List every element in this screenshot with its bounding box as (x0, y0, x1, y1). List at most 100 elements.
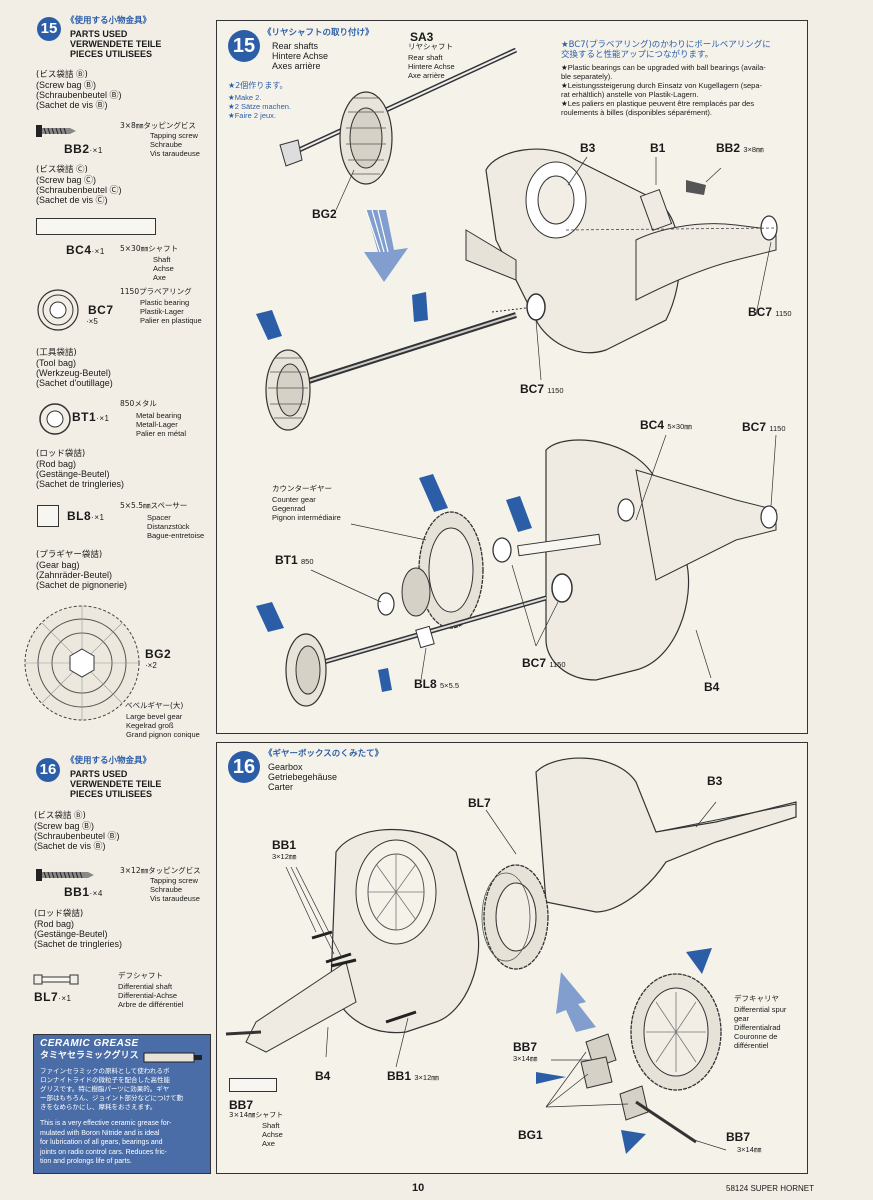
bb7-part-size: 3×14㎜シャフト (229, 1111, 284, 1119)
step16-label-bb7-left: BB7 (513, 1040, 538, 1054)
step15-label-bb2: BB2 3×8㎜ (716, 141, 764, 155)
step16-label-bb7-right: BB7 (726, 1130, 751, 1144)
bg2-size: ベベルギヤー(大) (125, 701, 184, 710)
shaft-bb7-icon (229, 1078, 277, 1092)
differential-shaft-bl7-icon (33, 974, 79, 985)
tapping-screw-bb2-icon (36, 125, 76, 137)
screw-bag-b-header: (ビス袋詰 Ⓑ) (Screw bag Ⓑ)(Schraubenbeutel Ⓑ… (36, 70, 122, 110)
bb7-part-code: BB7 (229, 1098, 254, 1112)
step15-label-bc7-lower: BC7 1150 (522, 656, 566, 670)
plastic-bearing-bc7-icon (37, 289, 79, 331)
gear-bag-header: (プラギヤー袋詰) (Gear bag)(Zahnräder-Beutel)(S… (36, 550, 128, 590)
rod-bag-16-header: (ロッド袋詰) (Rod bag)(Gestänge-Beutel)(Sache… (34, 909, 123, 949)
diff-carrier-jp: デフキャリヤ (734, 994, 779, 1003)
step-16-illustration (225, 757, 797, 1154)
spacer-bl8-icon (37, 505, 59, 527)
ceramic-grease-box: CERAMIC GREASE タミヤセラミックグリス ファインセラミックの原料と… (33, 1034, 211, 1174)
step-15-illustration (256, 47, 778, 707)
bc7-qty: ·×5 (86, 317, 98, 326)
bl8-size: 5×5.5㎜スペーサー (120, 501, 188, 510)
step-15-number: 15 (228, 30, 260, 62)
make-two-note: ★Make 2.★2 Sätze machen.★Faire 2 jeux. (228, 93, 292, 120)
bc7-size: 1150プラベアリング (120, 287, 192, 296)
bg2-code: BG2 (145, 647, 172, 661)
step16-label-bl7: BL7 (468, 796, 491, 810)
step15-label-b4: B4 (704, 680, 720, 694)
bc7-code: BC7 (88, 303, 114, 317)
tool-bag-header: (工具袋詰) (Tool bag)(Werkzeug-Beutel)(Sache… (36, 348, 113, 388)
step15-label-bg2: BG2 (312, 207, 337, 221)
screw-bag-b-16-header: (ビス袋詰 Ⓑ) (Screw bag Ⓑ)(Schraubenbeutel Ⓑ… (34, 811, 120, 851)
step-16-title-jp: 《ギヤーボックスのくみたて》 (264, 749, 384, 759)
step15-label-bc7-center: BC7 1150 (520, 382, 564, 396)
step16-label-bg1: BG1 (518, 1128, 543, 1142)
step-15-badge: 15 (37, 17, 61, 41)
step16-label-b3: B3 (707, 774, 723, 788)
step15-label-bc4: BC4 5×30㎜ (640, 418, 692, 432)
bt1-size: 850メタル (120, 399, 157, 408)
step16-label-bb1-top: BB1 (272, 838, 297, 852)
step15-label-bt1: BT1 850 (275, 553, 314, 567)
parts-used-title-jp: 《使用する小物金具》 (66, 16, 152, 26)
bearing-note: ★Plastic bearings can be upgraded with b… (561, 63, 766, 117)
step-16-number: 16 (228, 751, 260, 783)
metal-bearing-bt1-icon (39, 403, 71, 435)
step-15-title-jp: 《リヤシャフトの取り付け》 (263, 28, 374, 38)
grease-tube-icon (143, 1052, 202, 1063)
bb1-code: BB1·×4 (64, 885, 103, 899)
bc4-code: BC4·×1 (66, 243, 105, 257)
page-number: 10 (412, 1182, 425, 1194)
make-two-jp: ★2個作ります。 (228, 81, 288, 90)
ceramic-grease-logo: CERAMIC GREASE (40, 1038, 139, 1049)
shaft-bc4-icon (36, 218, 156, 235)
screw-bag-c-header: (ビス袋詰 Ⓒ) (Screw bag Ⓒ)(Schraubenbeutel Ⓒ… (36, 165, 122, 205)
bt1-code: BT1·×1 (72, 410, 110, 424)
step16-label-bb1-top-size: 3×12㎜ (272, 852, 297, 861)
bb1-size: 3×12㎜タッピングビス (120, 866, 201, 875)
bb2-code: BB2·×1 (64, 142, 103, 156)
step16-label-bb1-bottom: BB1 3×12㎜ (387, 1069, 439, 1083)
tapping-screw-bb1-icon (36, 869, 94, 881)
large-bevel-gear-bg2-icon (24, 605, 140, 721)
step15-label-bc7-upper-right: BC7 1150 (742, 420, 786, 434)
step15-label-bc7-right: BC7 1150 (748, 305, 792, 319)
rod-bag-header: (ロッド袋詰) (Rod bag)(Gestänge-Beutel)(Sache… (36, 449, 125, 489)
bg2-qty: ·×2 (145, 661, 157, 670)
bearing-note-jp: ★BC7(プラベアリング)のかわりにボールベアリングに交換すると性能アップにつな… (561, 40, 771, 60)
bl8-code: BL8·×1 (67, 509, 105, 523)
sa3-code: SA3 (410, 30, 434, 44)
sa3-jp: リヤシャフト (408, 42, 453, 51)
ceramic-grease-title-jp: タミヤセラミックグリス (40, 1051, 139, 1061)
step15-label-bl8: BL8 5×5.5 (414, 677, 459, 691)
ceramic-grease-text-en: This is a very effective ceramic grease … (40, 1120, 172, 1165)
parts-used-16-title-jp: 《使用する小物金具》 (66, 756, 152, 766)
model-name: 58124 SUPER HORNET (726, 1184, 815, 1193)
step16-label-bb7-left-size: 3×14㎜ (513, 1054, 538, 1063)
bl7-code: BL7·×1 (34, 990, 72, 1004)
step-16-badge: 16 (36, 758, 60, 782)
step15-label-b1: B1 (650, 141, 666, 155)
bb2-size: 3×8㎜タッピングビス (120, 121, 196, 130)
counter-gear-jp: カウンターギヤー (272, 484, 332, 493)
step16-label-bb7-right-size: 3×14㎜ (737, 1145, 762, 1154)
bl7-size: デフシャフト (118, 971, 163, 980)
ceramic-grease-text-jp: ファインセラミックの原料として使われるボロンナイトライドの微粒子を配合した高性能… (40, 1067, 183, 1111)
step15-label-b3: B3 (580, 141, 596, 155)
bc4-size: 5×30㎜シャフト (120, 244, 179, 253)
